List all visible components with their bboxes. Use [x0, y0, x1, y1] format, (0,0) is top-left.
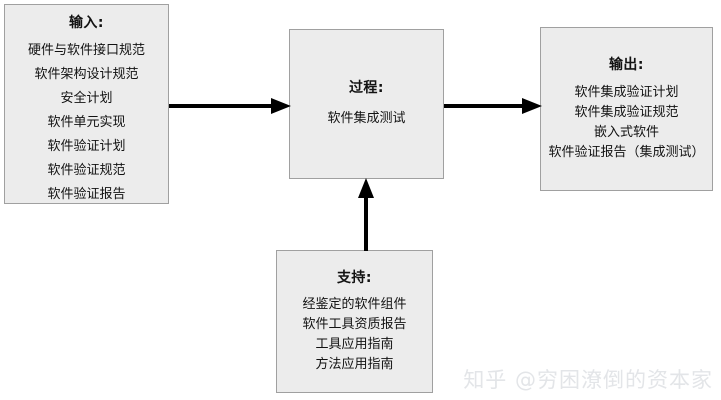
- node-support-line: 方法应用指南: [315, 356, 394, 372]
- node-input-line: 软件架构设计规范: [34, 67, 139, 82]
- node-output-line: 软件集成验证计划: [574, 84, 679, 100]
- node-input-lines: 硬件与软件接口规范 软件架构设计规范 安全计划 软件单元实现 软件验证计划 软件…: [28, 39, 145, 207]
- watermark: 知乎 @穷困潦倒的资本家: [463, 368, 713, 392]
- arrow-process-to-output: [444, 95, 542, 117]
- node-output-line: 嵌入式软件: [593, 124, 659, 140]
- node-input-line: 软件验证报告: [47, 187, 126, 202]
- node-process: 过程: 软件集成测试: [289, 29, 444, 179]
- node-input-line: 软件验证计划: [47, 139, 126, 154]
- node-process-line: 软件集成测试: [327, 111, 406, 126]
- node-output: 输出: 软件集成验证计划 软件集成验证规范 嵌入式软件 软件验证报告（集成测试）: [540, 27, 713, 191]
- node-input-line: 软件单元实现: [47, 115, 126, 130]
- node-output-line: 软件集成验证规范: [574, 104, 679, 120]
- node-support-line: 经鉴定的软件组件: [302, 296, 407, 312]
- node-input: 输入: 硬件与软件接口规范 软件架构设计规范 安全计划 软件单元实现 软件验证计…: [4, 4, 169, 204]
- node-process-lines: 软件集成测试: [327, 109, 405, 129]
- node-output-line: 软件验证报告（集成测试）: [548, 144, 705, 160]
- node-support-line: 软件工具资质报告: [302, 316, 407, 332]
- node-input-title: 输入:: [68, 15, 105, 31]
- node-input-line: 安全计划: [60, 91, 113, 106]
- node-input-line: 硬件与软件接口规范: [27, 43, 145, 58]
- arrow-input-to-process: [169, 95, 291, 117]
- node-output-title: 输出:: [608, 56, 645, 73]
- node-support-lines: 经鉴定的软件组件 软件工具资质报告 工具应用指南 方法应用指南: [302, 295, 406, 375]
- node-support: 支持: 经鉴定的软件组件 软件工具资质报告 工具应用指南 方法应用指南: [276, 250, 433, 393]
- node-support-line: 工具应用指南: [315, 336, 394, 352]
- node-input-line: 软件验证规范: [47, 163, 126, 178]
- node-output-lines: 软件集成验证计划 软件集成验证规范 嵌入式软件 软件验证报告（集成测试）: [548, 83, 704, 163]
- node-process-title: 过程:: [348, 80, 385, 96]
- node-support-title: 支持:: [336, 269, 373, 286]
- arrow-support-to-process: [355, 178, 377, 251]
